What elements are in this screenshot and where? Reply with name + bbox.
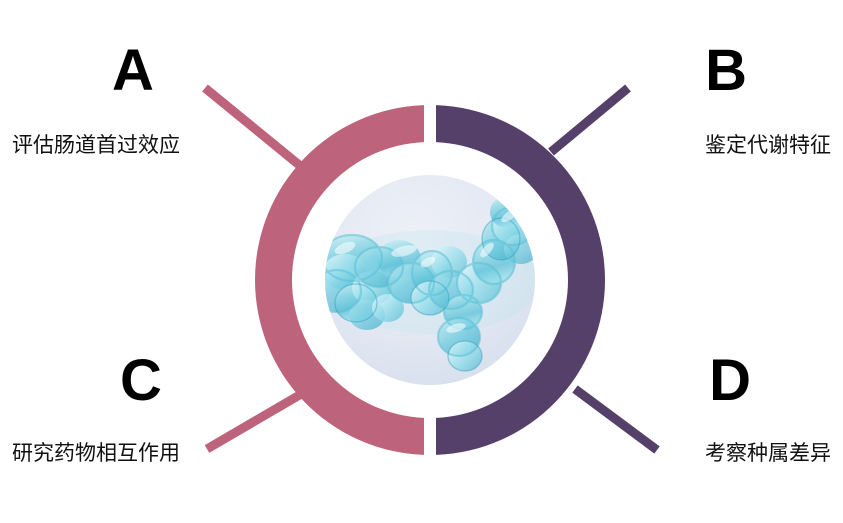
ring-half-right [436,105,606,455]
quadrant-d-caption: 考察种属差异 [705,442,831,465]
quadrant-c-letter: C [120,348,162,413]
connector-lines [202,84,660,454]
ring-half-left [254,105,424,455]
connector-line-a [202,84,312,177]
quadrant-b: B 鉴定代谢特征 [705,38,831,158]
quadrant-b-letter: B [705,38,747,103]
center-media [325,175,535,385]
quadrant-c: C 研究药物相互作用 [12,348,180,466]
connector-line-b [548,84,631,156]
quadrant-a-caption: 评估肠道首过效应 [12,134,180,157]
quadrant-c-caption: 研究药物相互作用 [12,442,180,465]
quadrant-d: D 考察种属差异 [705,348,831,466]
outer-ring [254,105,606,455]
quadrant-d-letter: D [709,348,751,413]
connector-line-c [204,389,306,453]
quadrant-a-letter: A [112,38,154,103]
molecule-illustration [325,196,535,372]
connector-line-d [572,385,660,454]
quadrant-a: A 评估肠道首过效应 [12,38,180,158]
quadrant-b-caption: 鉴定代谢特征 [705,134,831,157]
